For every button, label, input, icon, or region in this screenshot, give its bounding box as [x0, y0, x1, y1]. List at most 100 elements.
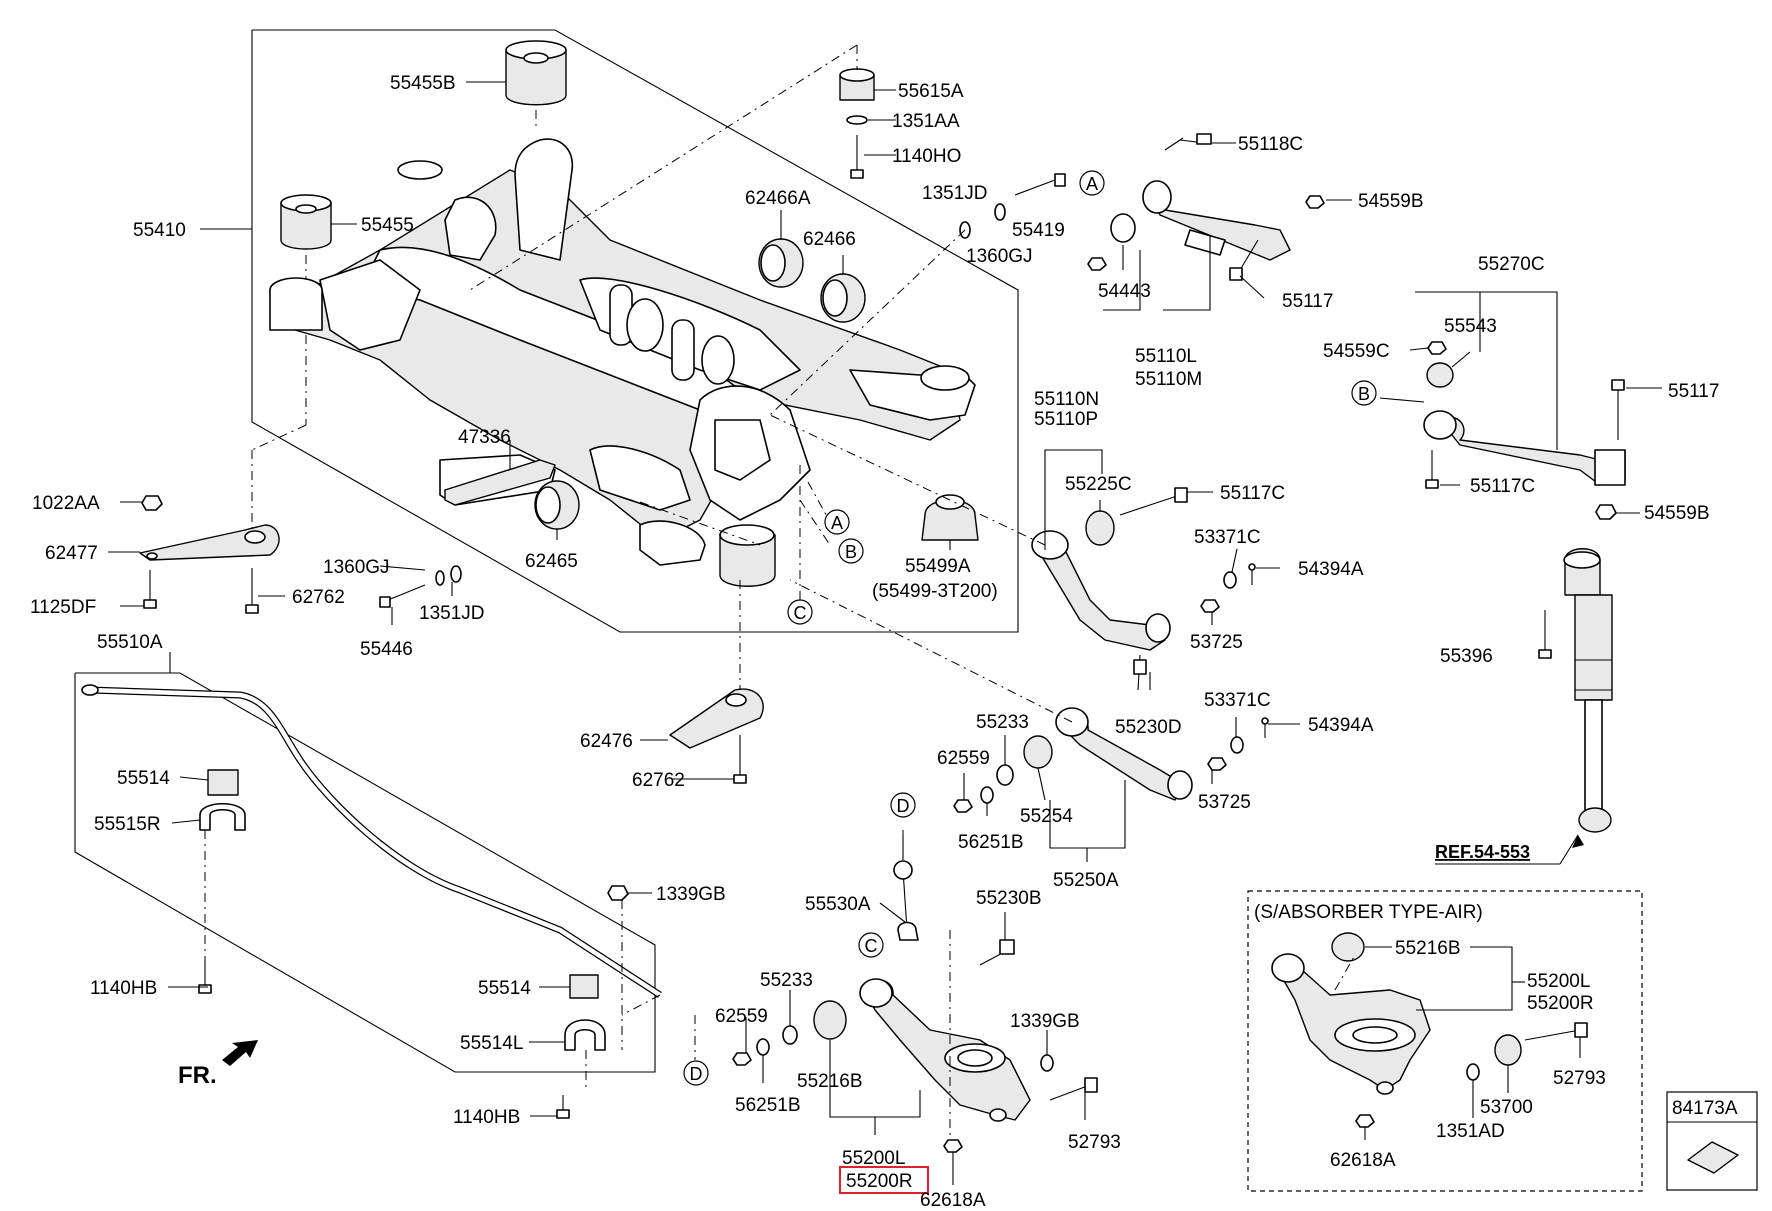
nut-53725-a[interactable]: [1200, 599, 1220, 613]
bushing-55254[interactable]: [1023, 735, 1053, 769]
bushing-55514-a[interactable]: [207, 769, 239, 796]
inset-nut-62618A[interactable]: [1355, 1114, 1375, 1128]
bolt-55230B[interactable]: [979, 939, 1015, 966]
bolt-1140HB-a[interactable]: [198, 960, 212, 994]
nut-62559-a[interactable]: [953, 799, 973, 813]
bolt-55117C-b[interactable]: [1425, 450, 1439, 489]
nut-54559B-b[interactable]: [1595, 504, 1617, 520]
washer-55233-a[interactable]: [996, 764, 1014, 786]
bolt-1125DF[interactable]: [143, 570, 157, 609]
washer-56251B-a[interactable]: [980, 786, 994, 804]
label-62618A-b: 62618A: [1330, 1150, 1396, 1171]
nut-53725-b[interactable]: [1207, 757, 1227, 771]
highlight-box-55200R: [839, 1166, 929, 1194]
label-55216B-b: 55216B: [1395, 938, 1461, 959]
bolt-52793-a[interactable]: [1049, 1077, 1098, 1101]
nut-1339GB-a[interactable]: [607, 885, 629, 901]
washer-55233-b[interactable]: [782, 1025, 798, 1045]
label-62559-a: 62559: [937, 748, 990, 769]
part-84173A-box[interactable]: [1666, 1091, 1758, 1191]
washer-56251B-b[interactable]: [756, 1038, 770, 1056]
bolt-55117-b[interactable]: [1611, 379, 1625, 440]
nut-62559-b[interactable]: [732, 1052, 752, 1066]
bushing-55216B-a[interactable]: [813, 1000, 847, 1040]
bolt-55117C-a[interactable]: [1119, 487, 1188, 516]
bolt-55230D[interactable]: [1133, 654, 1147, 691]
bolt-55117-a[interactable]: [1229, 239, 1259, 281]
label-62559-b: 62559: [715, 1006, 768, 1027]
stabilizer-bar-55510A[interactable]: [81, 684, 662, 998]
label-1351JD-b: 1351JD: [419, 603, 485, 624]
bushing-62466A[interactable]: [758, 238, 804, 288]
rear-subframe-crossmember[interactable]: [289, 138, 976, 566]
washer-53371C-a[interactable]: [1223, 571, 1237, 589]
label-62618A-a: 62618A: [920, 1190, 986, 1211]
label-1140HB-a: 1140HB: [90, 978, 157, 999]
front-direction-indicator: FR.: [178, 1040, 258, 1089]
bushing-55455[interactable]: [280, 194, 332, 250]
bracket-62477[interactable]: [139, 524, 280, 561]
nut-62618A-a[interactable]: [943, 1139, 963, 1153]
stabilizer-link-55530A[interactable]: [893, 835, 919, 941]
label-1125DF: 1125DF: [30, 597, 96, 618]
bushing-subframe-rear: [719, 524, 776, 587]
bracket-55514L[interactable]: [564, 1019, 606, 1051]
washer-1339GB-b[interactable]: [1040, 1054, 1054, 1072]
bolt-55419[interactable]: [1014, 173, 1066, 196]
washer-1360GJ-a[interactable]: [994, 203, 1006, 221]
label-55514-b: 55514: [478, 978, 531, 999]
inset-title: (S/ABSORBER TYPE-AIR): [1254, 902, 1483, 923]
shock-absorber[interactable]: [1563, 548, 1613, 833]
bushing-62465[interactable]: [534, 480, 580, 530]
label-1360GJ-b: 1360GJ: [323, 557, 390, 578]
upper-arm-55110N[interactable]: [1031, 530, 1171, 651]
air-absorber-inset-box: [1247, 890, 1643, 1192]
callout-b-right: B: [1358, 384, 1370, 404]
nut-1022AA[interactable]: [141, 495, 163, 511]
label-55200L-b: 55200L: [1527, 971, 1590, 992]
label-62466A: 62466A: [745, 188, 811, 209]
bushing-55543[interactable]: [1426, 362, 1454, 388]
bolt-55118C[interactable]: [1164, 133, 1212, 151]
label-55514L: 55514L: [460, 1033, 523, 1054]
inset-bushing-53700[interactable]: [1494, 1034, 1522, 1066]
label-55233-a: 55233: [976, 712, 1029, 733]
inset-bushing-55216B[interactable]: [1331, 932, 1365, 962]
bushing-55615A[interactable]: [839, 68, 875, 125]
nut-54559C[interactable]: [1427, 341, 1447, 355]
bolt-1140HB-b[interactable]: [556, 1095, 570, 1119]
washer-53371C-b[interactable]: [1230, 736, 1244, 754]
bolt-55396[interactable]: [1538, 610, 1552, 659]
bolt-62762-a[interactable]: [245, 568, 259, 614]
lower-control-arm-55200[interactable]: [859, 978, 1031, 1122]
label-53725-b: 53725: [1198, 792, 1251, 813]
nut-54443[interactable]: [1087, 257, 1107, 271]
bolt-1140HO[interactable]: [850, 135, 864, 179]
bracket-47336[interactable]: [444, 459, 556, 506]
nut-54559B-a[interactable]: [1305, 195, 1325, 209]
reference-annotation[interactable]: REF.54-553: [1435, 834, 1584, 865]
bushing-55455B[interactable]: [505, 40, 567, 106]
bolt-62762-b[interactable]: [733, 735, 747, 784]
bracket-62476[interactable]: [669, 688, 764, 749]
bolt-55446[interactable]: [379, 565, 462, 608]
callout-d-link: D: [897, 796, 910, 816]
bracket-55515R[interactable]: [199, 803, 246, 831]
inset-washer-1351AD[interactable]: [1466, 1063, 1480, 1081]
cotter-pin-54394A-a[interactable]: [1248, 563, 1256, 585]
cotter-pin-54394A-b[interactable]: [1261, 717, 1269, 738]
label-1339GB-a: 1339GB: [656, 884, 726, 905]
label-47336: 47336: [458, 427, 511, 448]
bushing-55514-b[interactable]: [569, 974, 599, 999]
inset-bolt-52793[interactable]: [1524, 1022, 1588, 1041]
bushing-55225C[interactable]: [1085, 510, 1115, 546]
lower-arm-55250A[interactable]: [1055, 707, 1193, 801]
trailing-arm-55270C[interactable]: [1423, 410, 1626, 486]
mount-55499A[interactable]: [921, 494, 979, 541]
label-62466: 62466: [803, 229, 856, 250]
inset-lower-arm[interactable]: [1271, 953, 1431, 1095]
bushing-62466[interactable]: [820, 273, 866, 323]
upper-arm-55110[interactable]: [1110, 180, 1291, 261]
label-53725-a: 53725: [1190, 632, 1243, 653]
stabilizer-group-outline: [74, 672, 656, 1073]
